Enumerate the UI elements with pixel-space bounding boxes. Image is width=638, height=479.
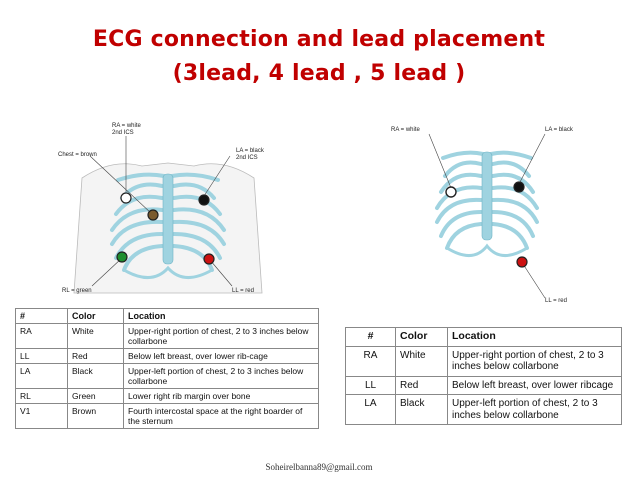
table-row: LA Black Upper-left portion of chest, 2 …	[345, 394, 622, 425]
ra-electrode-right	[445, 186, 457, 198]
three-lead-ribcage-diagram: RA = white LA = black LL = red	[385, 120, 590, 312]
table-row: V1 Brown Fourth intercostal space at the…	[15, 403, 319, 429]
location-cell: Below left breast, over lower ribcage	[447, 375, 622, 395]
column-header-location: Location	[123, 308, 319, 324]
la-label-right: LA = black	[545, 127, 573, 133]
page-title: ECG connection and lead placement	[92, 27, 546, 52]
ribcage-illustration-right	[428, 133, 546, 299]
ll-label-right: LL = red	[545, 298, 567, 304]
lead-cell: RA	[15, 323, 68, 349]
table-header-row: # Color Location	[345, 327, 622, 347]
table-row: RA White Upper-right portion of chest, 2…	[345, 345, 622, 377]
lead-cell: LL	[345, 375, 396, 395]
color-cell: Black	[395, 394, 448, 425]
lead-cell: LA	[15, 363, 68, 389]
ra-label-right: RA = white	[391, 127, 420, 133]
table-row: LA Black Upper-left portion of chest, 2 …	[15, 363, 319, 389]
rl-electrode	[116, 251, 128, 263]
color-cell: Green	[67, 388, 124, 404]
color-cell: White	[67, 323, 124, 349]
table-header-row: # Color Location	[15, 308, 319, 324]
location-cell: Below left breast, over lower rib-cage	[123, 348, 319, 364]
ra-ics-label: 2nd ICS	[112, 130, 134, 136]
location-cell: Upper-left portion of chest, 2 to 3 inch…	[123, 363, 319, 389]
three-lead-table: # Color Location RA White Upper-right po…	[345, 327, 622, 425]
color-cell: Brown	[67, 403, 124, 429]
ll-electrode	[203, 253, 215, 265]
color-cell: Red	[395, 375, 448, 395]
chest-label: Chest = brown	[58, 152, 97, 158]
table-row: LL Red Below left breast, over lower rib…	[345, 375, 622, 395]
table-row: LL Red Below left breast, over lower rib…	[15, 348, 319, 364]
la-electrode-right	[513, 181, 525, 193]
location-cell: Fourth intercostal space at the right bo…	[123, 403, 319, 429]
ll-label: LL = red	[232, 288, 254, 294]
rl-label: RL = green	[62, 288, 92, 294]
column-header-location: Location	[447, 327, 622, 347]
column-header-number: #	[15, 308, 68, 324]
page-subtitle: (3lead, 4 lead , 5 lead )	[172, 61, 466, 86]
la-electrode	[198, 194, 210, 206]
lead-cell: RL	[15, 388, 68, 404]
color-cell: White	[395, 345, 448, 377]
column-header-number: #	[345, 327, 396, 347]
ribcage-illustration-left	[73, 136, 263, 294]
column-header-color: Color	[395, 327, 448, 347]
ra-electrode	[120, 192, 132, 204]
five-lead-table: # Color Location RA White Upper-right po…	[15, 308, 319, 429]
la-ics-label: 2nd ICS	[236, 155, 258, 161]
location-cell: Upper-left portion of chest, 2 to 3 inch…	[447, 394, 622, 425]
table-row: RA White Upper-right portion of chest, 2…	[15, 323, 319, 349]
location-cell: Upper-right portion of chest, 2 to 3 inc…	[447, 345, 622, 377]
lead-cell: RA	[345, 345, 396, 377]
lead-cell: LA	[345, 394, 396, 425]
author-email: Soheirelbanna89@gmail.com	[265, 462, 373, 472]
lead-cell: LL	[15, 348, 68, 364]
ra-label: RA = white	[112, 123, 141, 129]
color-cell: Black	[67, 363, 124, 389]
location-cell: Upper-right portion of chest, 2 to 3 inc…	[123, 323, 319, 349]
chest-electrode	[147, 209, 159, 221]
column-header-color: Color	[67, 308, 124, 324]
lead-cell: V1	[15, 403, 68, 429]
table-row: RL Green Lower right rib margin over bon…	[15, 388, 319, 404]
color-cell: Red	[67, 348, 124, 364]
five-lead-ribcage-diagram: RA = white 2nd ICS LA = black 2nd ICS Ch…	[52, 118, 284, 306]
ll-electrode-right	[516, 256, 528, 268]
la-label: LA = black	[236, 148, 264, 154]
location-cell: Lower right rib margin over bone	[123, 388, 319, 404]
